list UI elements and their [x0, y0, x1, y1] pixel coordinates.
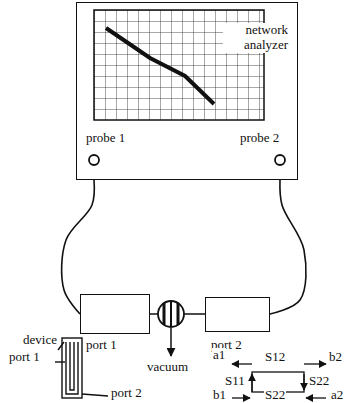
wave-label: a1 — [212, 348, 226, 363]
analyzer-box: network analyzer probe 1 probe 2 — [76, 2, 298, 180]
s-parameter: S22 — [308, 374, 330, 389]
instrument-name: network analyzer — [223, 23, 289, 53]
probe-socket — [89, 155, 285, 165]
part-label: device — [22, 333, 58, 348]
wave-label: b2 — [328, 350, 343, 365]
s-parameter: S22 — [264, 388, 286, 403]
vacuum-label: vacuum — [146, 360, 189, 375]
node-text: probe 2 — [239, 131, 280, 146]
probe-cable — [270, 180, 306, 314]
node-text: port 1 — [85, 338, 118, 353]
s-parameter: S11 — [224, 374, 246, 389]
wave-label: a2 — [330, 388, 344, 403]
vacuum-chamber — [150, 301, 205, 356]
node-text: probe 1 — [85, 131, 126, 146]
port-box: port 1 — [80, 294, 150, 334]
wave-label: b1 — [212, 388, 227, 403]
s-parameter: S12 — [264, 350, 286, 365]
port-label: port 2 — [110, 386, 143, 401]
port-label: port 1 — [8, 350, 41, 365]
port-box: port 2 — [205, 297, 270, 332]
